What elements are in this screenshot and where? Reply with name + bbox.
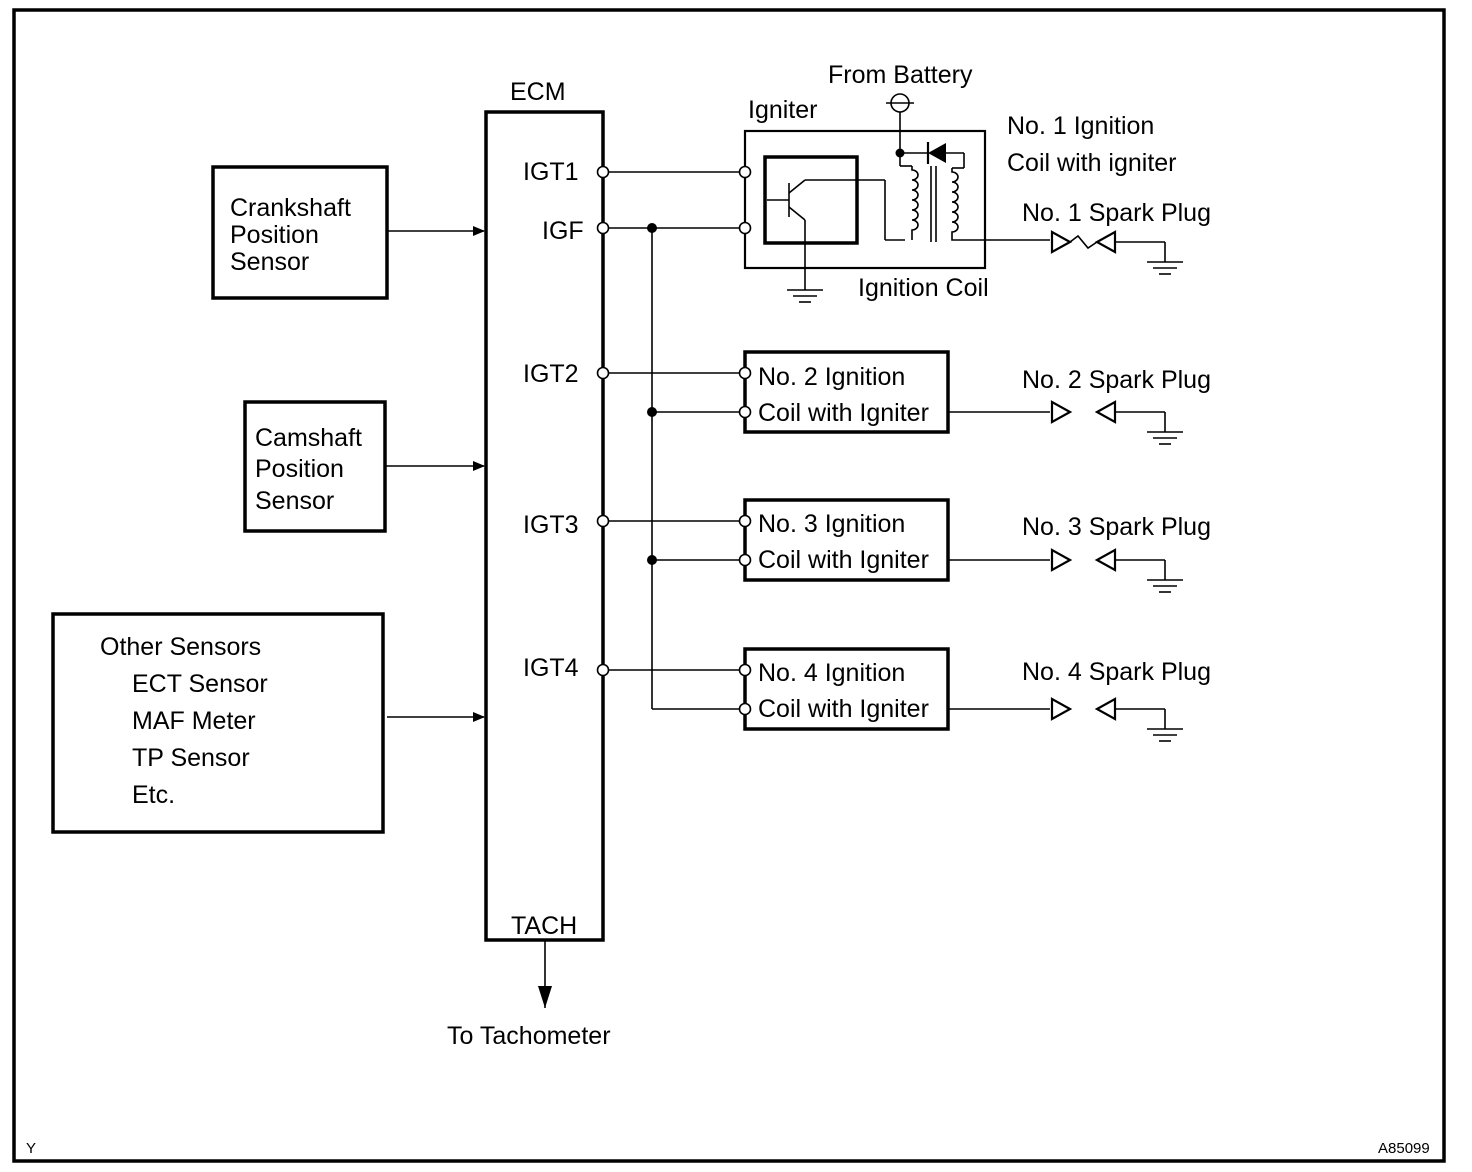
coil-1-assembly: Igniter From Battery No. 1 Ignition Coil…	[738, 61, 1177, 303]
other-sensor-tp: TP Sensor	[132, 744, 250, 772]
coil-1-label-2: Coil with igniter	[1007, 149, 1177, 177]
other-sensor-etc: Etc.	[132, 781, 175, 809]
camshaft-sensor-box: Camshaft Position Sensor	[243, 400, 387, 533]
camshaft-label-2: Position	[255, 455, 344, 483]
camshaft-label-1: Camshaft	[255, 424, 362, 452]
spark-plug-1: No. 1 Spark Plug	[1022, 199, 1211, 275]
ecm-title: ECM	[510, 78, 566, 106]
diagram-frame	[12, 8, 1446, 1163]
crankshaft-label-3: Sensor	[230, 248, 309, 276]
spark-plug-2: No. 2 Spark Plug	[948, 366, 1211, 445]
ecm-wiring	[603, 171, 745, 710]
igniter-label: Igniter	[748, 96, 817, 124]
other-sensors-box: Other Sensors ECT Sensor MAF Meter TP Se…	[51, 612, 385, 834]
ignition-coil-label: Ignition Coil	[858, 274, 989, 302]
ecm-pin-igt1: IGT1	[523, 158, 579, 186]
ecm-pin-igf: IGF	[542, 217, 584, 245]
coil-2-label-1: No. 2 Ignition	[758, 363, 905, 391]
ecm-block: ECM IGT1 IGF IGT2 IGT3 IGT4 TACH	[484, 78, 605, 942]
coil-3-label-2: Coil with Igniter	[758, 546, 929, 574]
coil-2-label-2: Coil with Igniter	[758, 399, 929, 427]
spark-plug-2-label: No. 2 Spark Plug	[1022, 366, 1211, 394]
coil-3-box: No. 3 Ignition Coil with Igniter	[738, 498, 950, 582]
crankshaft-label-2: Position	[230, 221, 319, 249]
ecm-pin-igt4: IGT4	[523, 654, 579, 682]
spark-plug-4: No. 4 Spark Plug	[948, 658, 1211, 742]
coil-4-label-2: Coil with Igniter	[758, 695, 929, 723]
coil-1-label-1: No. 1 Ignition	[1007, 112, 1154, 140]
battery-label: From Battery	[828, 61, 973, 89]
tach-output-label: To Tachometer	[447, 1022, 611, 1050]
camshaft-label-3: Sensor	[255, 487, 334, 515]
spark-plug-1-label: No. 1 Spark Plug	[1022, 199, 1211, 227]
other-sensors-title: Other Sensors	[100, 633, 261, 661]
crankshaft-label-1: Crankshaft	[230, 194, 351, 222]
ecm-pin-igt2: IGT2	[523, 360, 579, 388]
other-sensor-maf: MAF Meter	[132, 707, 256, 735]
other-sensor-ect: ECT Sensor	[132, 670, 268, 698]
spark-plug-4-label: No. 4 Spark Plug	[1022, 658, 1211, 686]
crankshaft-sensor-box: Crankshaft Position Sensor	[211, 165, 389, 300]
ecm-terminals	[596, 165, 610, 677]
coil-3-label-1: No. 3 Ignition	[758, 510, 905, 538]
coil-4-box: No. 4 Ignition Coil with Igniter	[738, 647, 950, 731]
figure-code: A85099	[1378, 1140, 1430, 1157]
ecm-pin-tach: TACH	[511, 912, 577, 940]
corner-label-left: Y	[26, 1140, 36, 1157]
ecm-pin-igt3: IGT3	[523, 511, 579, 539]
spark-plug-3-label: No. 3 Spark Plug	[1022, 513, 1211, 541]
coil-2-box: No. 2 Ignition Coil with Igniter	[738, 350, 950, 434]
spark-plug-3: No. 3 Spark Plug	[948, 513, 1211, 593]
coil-4-label-1: No. 4 Ignition	[758, 659, 905, 687]
